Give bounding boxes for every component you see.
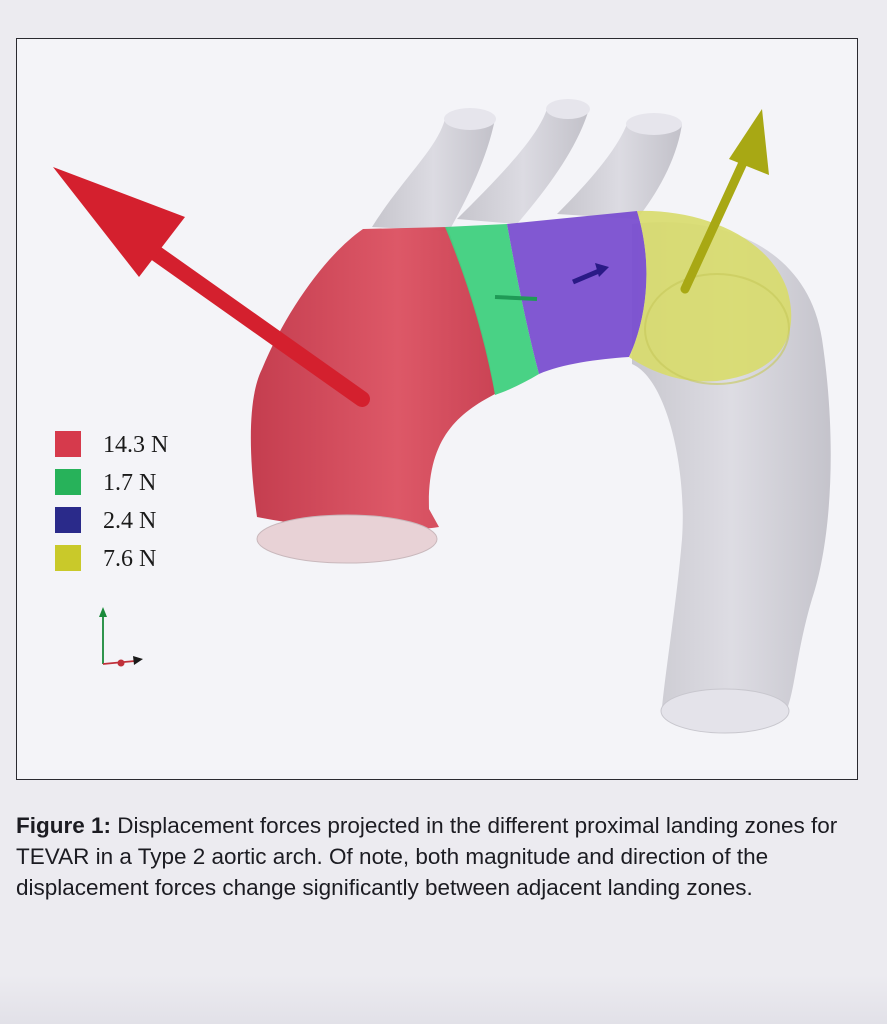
legend-label: 7.6 N	[103, 546, 156, 572]
legend-swatch	[55, 469, 81, 495]
legend-label: 2.4 N	[103, 508, 156, 534]
legend-label: 14.3 N	[103, 432, 168, 458]
branch-brachiocephalic-top	[444, 108, 496, 130]
branch-subclavian-top	[626, 113, 682, 135]
figure-panel: 14.3 N 1.7 N 2.4 N 7.6 N	[16, 38, 858, 780]
force-arrow-green	[495, 297, 537, 299]
axis-triad-icon	[99, 607, 143, 667]
legend-swatch	[55, 507, 81, 533]
ascending-aorta-opening	[257, 515, 437, 563]
caption-text: Displacement forces projected in the dif…	[16, 813, 837, 900]
aortic-arch-figure: 14.3 N 1.7 N 2.4 N 7.6 N	[17, 39, 858, 780]
legend-label: 1.7 N	[103, 470, 156, 496]
legend-swatch	[55, 545, 81, 571]
branch-carotid-top	[546, 99, 590, 119]
zone-red	[251, 227, 495, 530]
legend: 14.3 N 1.7 N 2.4 N 7.6 N	[55, 431, 168, 572]
descending-aorta-opening	[661, 689, 789, 733]
caption-figure-label: Figure 1:	[16, 813, 111, 838]
page-bottom-edge	[0, 975, 887, 1024]
legend-swatch	[55, 431, 81, 457]
figure-caption: Figure 1: Displacement forces projected …	[16, 810, 866, 903]
